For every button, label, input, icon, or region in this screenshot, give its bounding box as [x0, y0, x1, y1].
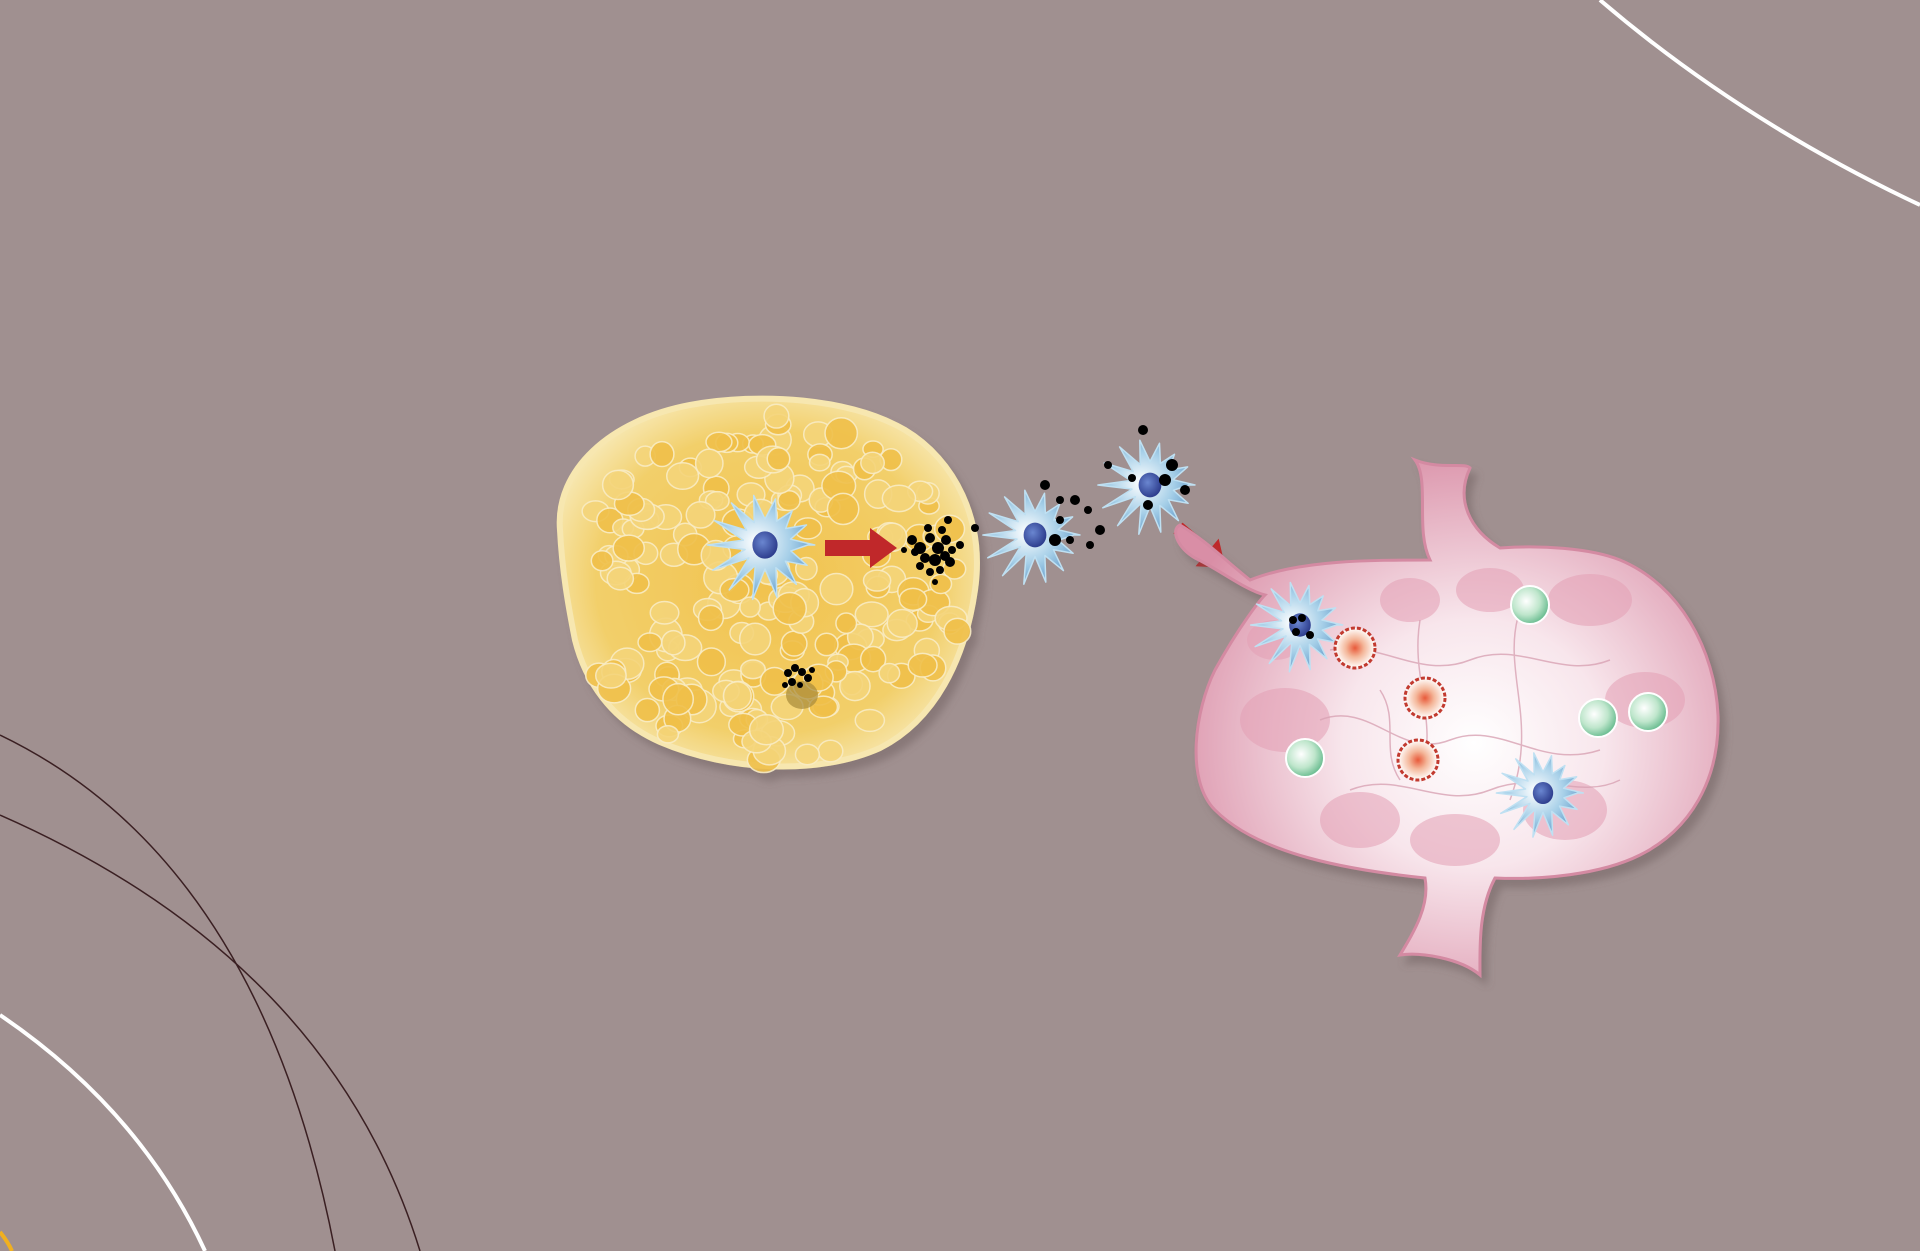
activated-t-cell-icon [1403, 676, 1447, 720]
dendritic-cell-icon [1495, 752, 1585, 838]
dendritic-cell-icon [706, 494, 816, 601]
antigen-particle-icon [1289, 614, 1314, 639]
activated-t-cell-icon [1396, 738, 1440, 782]
tumor-cell-texture [581, 403, 972, 774]
naive-t-cell-icon [1578, 698, 1618, 738]
dendritic-cell-icon [982, 489, 1081, 585]
antigen-particle-icon [782, 664, 815, 688]
bottom-left-dark-arc-1 [0, 734, 336, 1251]
tumor-pit [786, 681, 818, 709]
tumor-mass-icon [556, 395, 980, 774]
red-arrow-icon [825, 528, 897, 568]
lymph-node-reticulum [1319, 609, 1621, 801]
bottom-left-white-arc [0, 1013, 207, 1251]
top-right-white-arc [1598, 0, 1920, 207]
activated-t-cell-icon [1333, 626, 1377, 670]
lymph-node-icon [1174, 456, 1720, 979]
naive-t-cell-icon [1628, 692, 1668, 732]
antigen-particle-icon [1040, 425, 1190, 549]
naive-t-cell-icon [1510, 585, 1550, 625]
naive-t-cell-icon [1285, 738, 1325, 778]
antigen-particle-icon [901, 516, 979, 585]
bottom-left-dark-arc-2 [0, 814, 421, 1251]
dendritic-cell-icon [1097, 439, 1196, 535]
bottom-left-yellow-arc [0, 1230, 14, 1251]
